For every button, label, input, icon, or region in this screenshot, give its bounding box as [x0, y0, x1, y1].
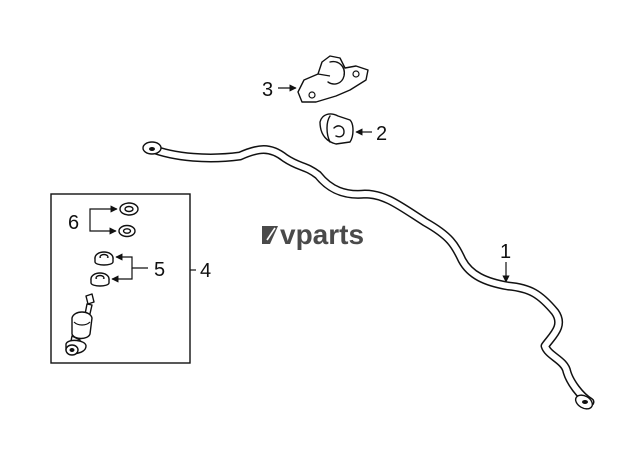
bushing[interactable] [319, 113, 354, 145]
callout-2: 2 [376, 123, 387, 145]
callout-6-leader-top [89, 205, 118, 222]
washer-upper[interactable] [119, 202, 139, 216]
stabilizer-link[interactable] [65, 293, 95, 356]
bracket[interactable] [297, 55, 369, 103]
link-bushing-lower[interactable] [90, 272, 110, 287]
callout-3: 3 [262, 79, 273, 101]
callout-5-leader-top [115, 253, 148, 269]
callout-6-leader-bottom [89, 222, 117, 235]
callout-1: 1 [500, 241, 511, 263]
callout-5-leader-bottom [111, 268, 133, 283]
link-bushing-upper[interactable] [94, 251, 114, 266]
callout-6: 6 [68, 212, 79, 234]
callout-4: 4 [200, 260, 211, 282]
link-kit-box [50, 193, 191, 364]
watermark-logo: vparts [262, 219, 364, 250]
watermark-text: vparts [280, 219, 364, 250]
washer-lower[interactable] [118, 224, 136, 238]
callout-5: 5 [154, 259, 165, 281]
stabilizer-bar[interactable] [142, 141, 595, 412]
